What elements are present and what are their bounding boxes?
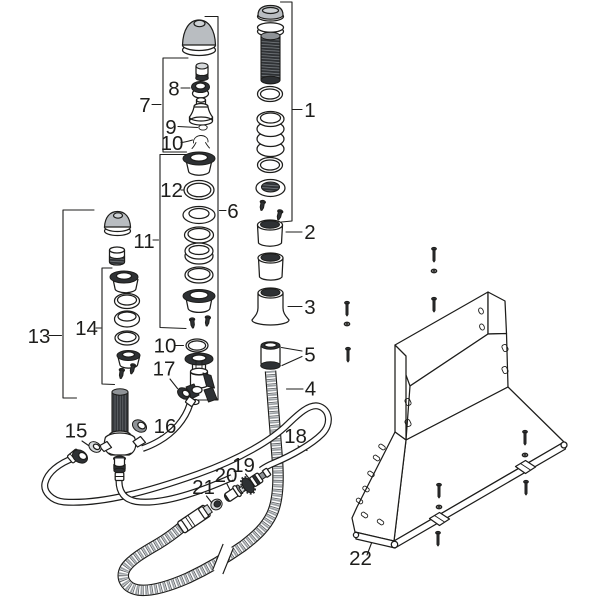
- fitting-20: [223, 484, 244, 502]
- stack-screw: [203, 315, 212, 327]
- mounting-bracket-22: [351, 291, 568, 549]
- washer: [521, 452, 529, 458]
- bracket-14: [101, 267, 116, 386]
- screw: [435, 530, 441, 547]
- callout-17: 17: [153, 358, 176, 381]
- callout-15: 15: [65, 420, 88, 443]
- small-ring-9: [198, 124, 208, 131]
- fitting-nut-21: [210, 498, 223, 511]
- bracket-11: [159, 153, 188, 330]
- valve-right-port: [132, 435, 147, 448]
- screw: [344, 300, 350, 317]
- callout-2: 2: [304, 221, 315, 244]
- callout-12: 12: [160, 179, 183, 202]
- callout-5: 5: [304, 344, 315, 367]
- callout-16: 16: [154, 415, 177, 438]
- callout-14: 14: [75, 317, 98, 340]
- hose-sleeve-5: [260, 341, 281, 370]
- handle-cap-middle: [181, 19, 217, 57]
- screw: [431, 246, 437, 263]
- hose-end-sleeve: [177, 503, 213, 534]
- stack-screw: [258, 199, 267, 212]
- callout-labels: 1 2 3 4 5 6 7 8 9 10 11 12 13 14 15 16 1…: [28, 78, 372, 571]
- callout-22: 22: [349, 547, 372, 570]
- leader-5: [280, 346, 303, 367]
- callout-11: 11: [133, 230, 154, 253]
- callout-13: 13: [28, 325, 51, 348]
- callout-20: 20: [215, 464, 238, 487]
- screw: [345, 346, 351, 363]
- sleeve-unlabeled: [257, 252, 284, 281]
- hose-break-mark: [212, 543, 234, 575]
- valve-bottom-fitting: [113, 455, 126, 482]
- bracket-hole: [478, 307, 484, 315]
- bracket-13: [62, 209, 95, 399]
- callout-brackets: [62, 1, 293, 401]
- leader-20: [226, 483, 231, 491]
- stack-screw: [117, 367, 126, 380]
- formed-pipe-loop: [41, 402, 332, 506]
- valve-body-assembly: [72, 388, 148, 482]
- leader-17: [169, 378, 179, 390]
- diverter-port: [202, 372, 215, 389]
- sleeve-2: [256, 219, 284, 247]
- seal-ring-stack-11: [182, 205, 216, 329]
- valve-cartridge: [111, 391, 129, 436]
- handle-cap-left: [103, 210, 132, 237]
- seal-ring-stack-14: [109, 270, 141, 380]
- stem-extension-cup: [108, 246, 126, 266]
- stack-screw: [275, 208, 284, 221]
- handle-small-parts-7: [188, 62, 214, 149]
- callout-10b: 10: [154, 335, 177, 358]
- callout-1: 1: [304, 99, 315, 122]
- spout-stack-1: [255, 4, 286, 221]
- washer: [430, 268, 438, 274]
- connection-pipe-16: [141, 402, 194, 452]
- washer: [435, 504, 443, 510]
- callout-6: 6: [227, 200, 238, 223]
- bracket-1: [279, 1, 293, 223]
- bracket-hole: [479, 323, 485, 331]
- spring-washer-stack: [256, 110, 285, 158]
- screw: [523, 479, 529, 496]
- callout-19: 19: [232, 454, 255, 477]
- callout-18: 18: [284, 425, 307, 448]
- callout-21: 21: [192, 476, 215, 499]
- callout-10a: 10: [161, 132, 184, 155]
- callout-3: 3: [304, 296, 315, 319]
- connection-pipe-lower: [115, 474, 234, 506]
- compression-fittings-15: [72, 441, 102, 464]
- washer: [343, 321, 351, 327]
- leader-21: [205, 495, 213, 504]
- pipe-ferrule-16: [184, 396, 197, 407]
- leader-9: [177, 125, 199, 129]
- wire-clip-10: [191, 135, 210, 149]
- stack-screw: [188, 317, 197, 329]
- port-union-nut: [131, 419, 148, 433]
- valve-left-port: [98, 440, 113, 453]
- fitting-adapter-19: [238, 467, 272, 495]
- diverter-port: [203, 387, 218, 403]
- flanged-nut: [182, 151, 216, 176]
- flared-sleeve-3: [251, 287, 290, 326]
- screw: [431, 296, 437, 313]
- callout-8: 8: [168, 78, 179, 101]
- bracket-7: [162, 57, 189, 153]
- callout-7: 7: [139, 94, 150, 117]
- callout-4: 4: [305, 378, 316, 401]
- callout-9: 9: [165, 116, 176, 139]
- cap-dome: [103, 210, 132, 228]
- leader-10a: [180, 139, 194, 144]
- bracket-slots: [355, 343, 509, 526]
